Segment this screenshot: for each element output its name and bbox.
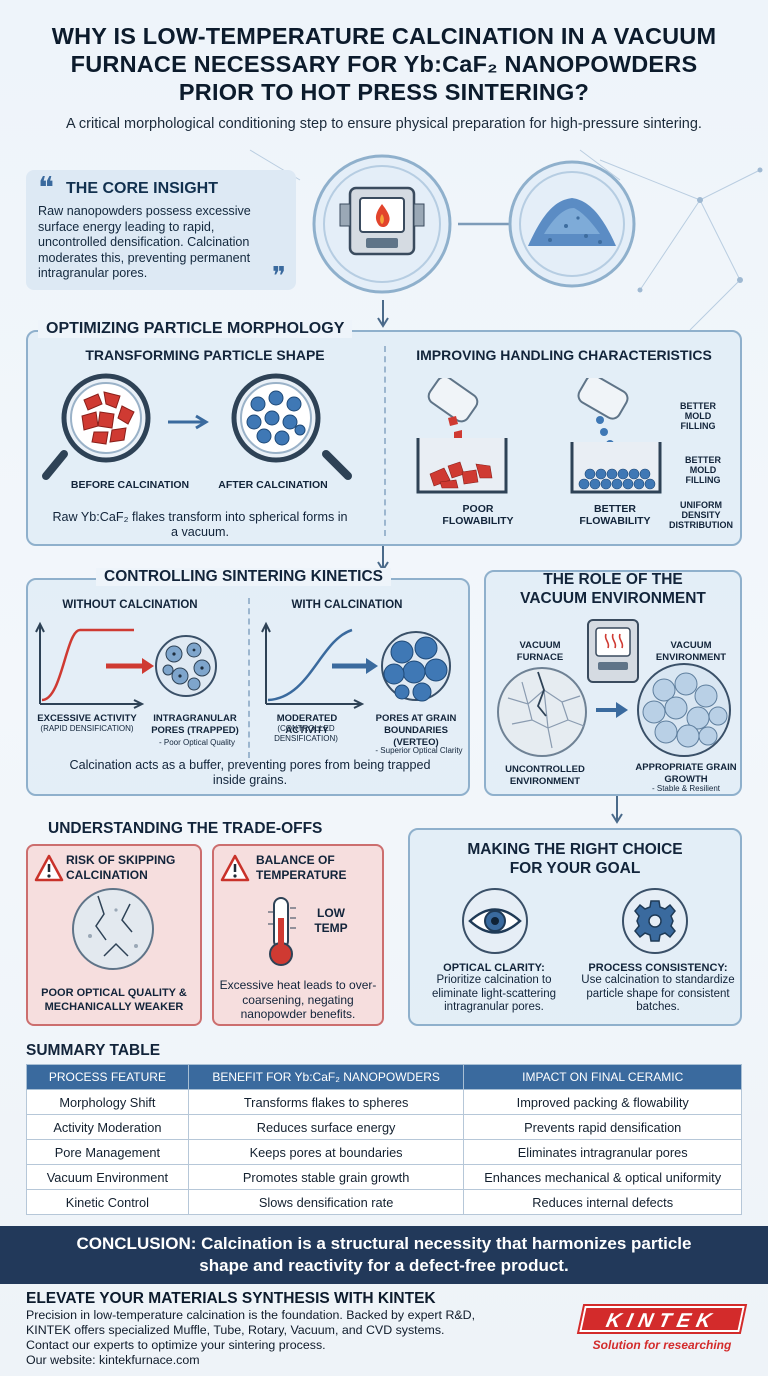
- kinetics-title: CONTROLLING SINTERING KINETICS: [96, 568, 391, 586]
- arrow-down-icon: [611, 796, 623, 824]
- network-decoration: [249, 149, 763, 331]
- handling-title: IMPROVING HANDLING CHARACTERISTICS: [416, 347, 712, 363]
- process-consistency-title: PROCESS CONSISTENCY:: [588, 962, 728, 974]
- before-label: BEFORE CALCINATION: [70, 479, 190, 491]
- elevate-title: ELEVATE YOUR MATERIALS SYNTHESIS WITH KI…: [26, 1290, 436, 1307]
- magnifier-after-icon: [231, 373, 352, 480]
- divider: [248, 598, 250, 758]
- poor-flow-icon: [416, 378, 508, 494]
- conclusion-banner: CONCLUSION: Calcination is a structural …: [0, 1226, 768, 1284]
- appropriate-sub: - Stable & Resilient: [651, 784, 721, 793]
- excessive-sub: (RAPID DENSIFICATION): [40, 724, 134, 733]
- arrow-down-icon: [377, 300, 389, 328]
- eye-icon: [462, 888, 528, 954]
- vacuum-env-label: VACUUM ENVIRONMENT: [655, 640, 727, 663]
- furnace-icon: [339, 186, 425, 256]
- handling-illustration: [416, 378, 662, 494]
- tradeoffs-title: UNDERSTANDING THE TRADE-OFFS: [48, 820, 323, 837]
- excessive-activity-label: EXCESSIVE ACTIVITY: [37, 713, 137, 724]
- table-header: BENEFIT FOR Yb:CaF₂ NANOPOWDERS: [187, 1064, 465, 1090]
- divider: [384, 346, 386, 536]
- morphology-title: OPTIMIZING PARTICLE MORPHOLOGY: [38, 320, 353, 338]
- trapped-pores-icon: [155, 635, 217, 697]
- warning-icon: [220, 854, 250, 882]
- page-subtitle: A critical morphological conditioning st…: [66, 116, 702, 132]
- kintek-tagline: Solution for researching: [592, 1338, 732, 1352]
- grain-boundary-icon: [381, 631, 451, 702]
- quote-close-icon: ❞: [272, 262, 286, 292]
- poor-flow-label: POOR FLOWABILITY: [442, 503, 514, 527]
- powder-pile-icon: [528, 198, 616, 246]
- intragranular-label: INTRAGRANULAR PORES (TRAPPED): [151, 713, 239, 736]
- cracked-pellet-icon: [72, 888, 154, 970]
- mold-filling-label: BETTER MOLD FILLING: [680, 401, 716, 431]
- website-text: Our website: kintekfurnace.com: [26, 1353, 200, 1367]
- risk-title: RISK OF SKIPPING CALCINATION: [66, 853, 176, 882]
- shape-caption: Raw Yb:CaF₂ flakes transform into spheri…: [52, 510, 348, 539]
- balance-caption: Excessive heat leads to over-coarsening,…: [219, 978, 377, 1021]
- quote-open-icon: ❝: [38, 171, 55, 206]
- core-insight-title: THE CORE INSIGHT: [66, 180, 219, 197]
- kintek-logo: KINTEK Solution for researching: [577, 1304, 747, 1352]
- grain-boundary-sub: - Superior Optical Clarity: [375, 746, 463, 755]
- stable-grain-icon: [637, 663, 731, 757]
- summary-title: SUMMARY TABLE: [26, 1042, 161, 1059]
- uniform-density-label: UNIFORM DENSITY DISTRIBUTION: [669, 500, 733, 530]
- moderated-label: MODERATED ACTIVITY: [276, 713, 338, 736]
- shape-title: TRANSFORMING PARTICLE SHAPE: [85, 347, 325, 363]
- appropriate-label: APPROPRIATE GRAIN GROWTH: [635, 762, 737, 785]
- optical-clarity-title: OPTICAL CLARITY:: [443, 962, 545, 974]
- mold-filling-label-2: BETTER MOLD FILLING: [685, 455, 721, 485]
- moderated-sub: (CONTROLLED DENSIFICATION): [274, 724, 338, 743]
- kinetics-illustration: [35, 621, 451, 709]
- hero-illustration: [312, 154, 636, 294]
- elevate-section: ELEVATE YOUR MATERIALS SYNTHESIS WITH KI…: [26, 1290, 546, 1368]
- table-header: IMPACT ON FINAL CERAMIC: [463, 1064, 742, 1090]
- rapid-curve-chart: [35, 621, 145, 709]
- thermometer-icon: [268, 897, 296, 966]
- without-calcination-label: WITHOUT CALCINATION: [62, 599, 198, 611]
- uncontrolled-label: UNCONTROLLED ENVIRONMENT: [505, 764, 585, 787]
- gear-icon: [622, 888, 688, 954]
- controlled-curve-chart: [261, 621, 365, 709]
- warning-icon: [34, 854, 64, 882]
- better-flow-label: BETTER FLOWABILITY: [579, 503, 651, 527]
- vacuum-furnace-icon: [587, 619, 639, 683]
- table-header: PROCESS FEATURE: [26, 1064, 189, 1090]
- grain-boundary-label: PORES AT GRAIN BOUNDARIES (VERTEO): [375, 713, 457, 748]
- summary-table: PROCESS FEATURE BENEFIT FOR Yb:CaF₂ NANO…: [26, 1064, 742, 1215]
- vacuum-furnace-label: VACUUM FURNACE: [516, 640, 564, 663]
- cracked-grain-icon: [497, 667, 587, 757]
- core-insight-card: ❝ THE CORE INSIGHT Raw nanopowders posse…: [26, 170, 296, 292]
- better-flow-icon: [570, 378, 662, 494]
- core-insight-body: Raw nanopowders possess excessive surfac…: [38, 204, 251, 280]
- after-label: AFTER CALCINATION: [218, 479, 328, 491]
- shape-illustration: [42, 373, 352, 480]
- vacuum-illustration: [497, 619, 731, 757]
- intragranular-sub: - Poor Optical Quality: [158, 738, 236, 747]
- risk-caption: POOR OPTICAL QUALITY & MECHANICALLY WEAK…: [41, 987, 187, 1013]
- optical-clarity-body: Prioritize calcination to eliminate ligh…: [431, 974, 556, 1013]
- magnifier-before-icon: [42, 373, 151, 480]
- process-consistency-body: Use calcination to standardize particle …: [581, 974, 735, 1013]
- with-calcination-label: WITH CALCINATION: [291, 599, 403, 611]
- page-title: WHY IS LOW-TEMPERATURE CALCINATION IN A …: [51, 23, 717, 105]
- kinetics-caption: Calcination acts as a buffer, preventing…: [69, 758, 431, 787]
- balance-title: BALANCE OF TEMPERATURE: [256, 853, 347, 882]
